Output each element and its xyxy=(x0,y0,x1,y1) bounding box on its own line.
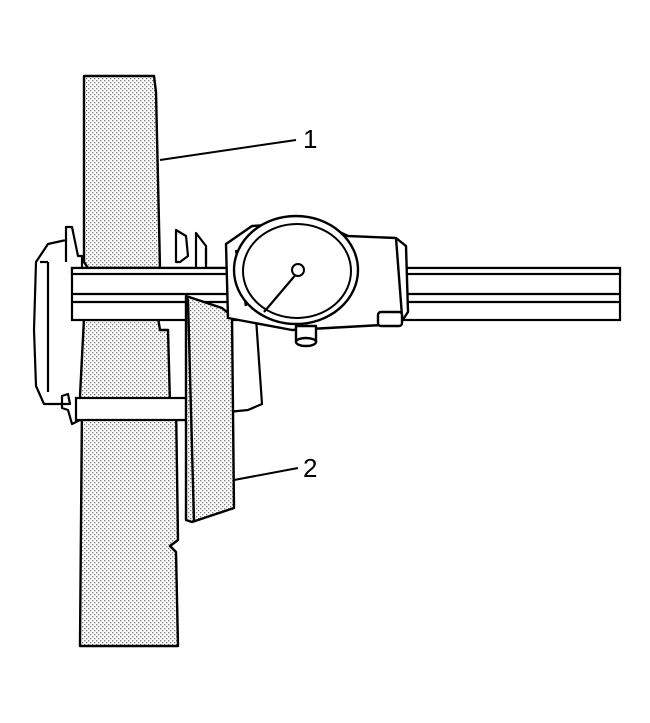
dial-needle xyxy=(263,271,299,313)
callout-label-2: 2 xyxy=(303,453,317,483)
callout-label-1: 1 xyxy=(303,124,317,154)
caliper-depth-bar xyxy=(74,396,196,422)
callout-2: 2 xyxy=(233,453,317,483)
caliper-dial-face xyxy=(232,214,360,326)
callout-1: 1 xyxy=(159,124,317,161)
component-2-part xyxy=(184,294,236,524)
dial-pivot xyxy=(291,263,305,277)
component-1-cross-section xyxy=(78,74,180,648)
